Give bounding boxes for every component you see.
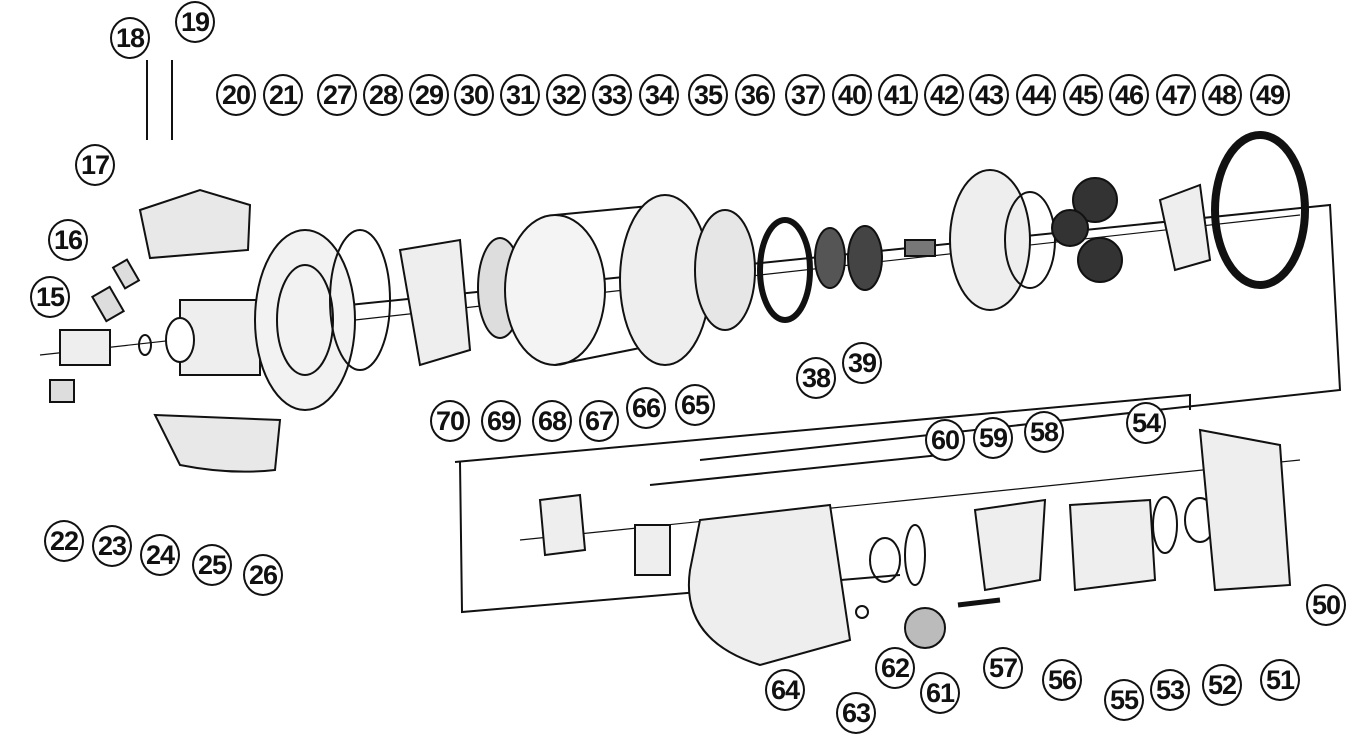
part-49-ring — [1211, 131, 1309, 289]
part-26 — [153, 413, 282, 473]
callout-34: 34 — [639, 74, 679, 116]
part-23 — [138, 334, 152, 356]
part-27 — [254, 229, 356, 411]
part-30 — [398, 238, 472, 367]
callout-25: 25 — [192, 544, 232, 586]
callout-31: 31 — [500, 74, 540, 116]
part-65-cable — [649, 454, 941, 486]
part-69 — [538, 493, 587, 557]
callout-43: 43 — [969, 74, 1009, 116]
callout-19: 19 — [175, 1, 215, 43]
callout-26: 26 — [243, 554, 283, 596]
callout-21: 21 — [263, 74, 303, 116]
callout-16: 16 — [48, 219, 88, 261]
callout-67: 67 — [579, 400, 619, 442]
part-56 — [973, 498, 1047, 592]
callout-33: 33 — [592, 74, 632, 116]
part-21 — [138, 188, 252, 260]
part-switch — [59, 329, 111, 366]
callout-20: 20 — [216, 74, 256, 116]
callout-68: 68 — [532, 400, 572, 442]
callout-60: 60 — [925, 419, 965, 461]
callout-50: 50 — [1306, 584, 1346, 626]
callout-45: 45 — [1063, 74, 1103, 116]
callout-36: 36 — [735, 74, 775, 116]
part-63 — [855, 605, 869, 619]
part-43 — [949, 169, 1031, 311]
part-64 — [687, 503, 852, 667]
part-44 — [1004, 191, 1056, 289]
callout-44: 44 — [1016, 74, 1056, 116]
part-33 — [504, 214, 606, 366]
callout-65: 65 — [675, 384, 715, 426]
part-28 — [329, 229, 391, 371]
callout-66: 66 — [626, 387, 666, 429]
part-45-gear-c — [1077, 237, 1123, 283]
callout-24: 24 — [140, 534, 180, 576]
callout-64: 64 — [765, 669, 805, 711]
part-51 — [1198, 428, 1292, 592]
callout-61: 61 — [920, 672, 960, 714]
callout-70: 70 — [430, 400, 470, 442]
callout-56: 56 — [1042, 659, 1082, 701]
callout-48: 48 — [1202, 74, 1242, 116]
callout-69: 69 — [481, 400, 521, 442]
callout-28: 28 — [363, 74, 403, 116]
callout-39: 39 — [842, 342, 882, 384]
callout-57: 57 — [983, 647, 1023, 689]
lower-frame-line — [454, 393, 1191, 463]
part-53 — [1152, 496, 1178, 554]
callout-62: 62 — [875, 647, 915, 689]
part-59 — [904, 524, 926, 586]
callout-47: 47 — [1156, 74, 1196, 116]
part-24 — [165, 317, 195, 363]
callout-58: 58 — [1024, 411, 1064, 453]
part-45-gear-a — [1072, 177, 1118, 223]
callout-18: 18 — [110, 17, 150, 59]
part-35 — [694, 209, 756, 331]
part-connector — [49, 379, 75, 403]
callout-30: 30 — [454, 74, 494, 116]
callout-38: 38 — [796, 357, 836, 399]
callout-52: 52 — [1202, 664, 1242, 706]
callout-41: 41 — [878, 74, 918, 116]
callout-49: 49 — [1250, 74, 1290, 116]
callout-63: 63 — [836, 692, 876, 734]
callout-40: 40 — [832, 74, 872, 116]
part-41-spring — [904, 239, 936, 257]
part-17 — [90, 285, 126, 323]
part-18 — [111, 258, 141, 290]
callout-42: 42 — [924, 74, 964, 116]
part-48 — [1158, 183, 1212, 272]
part-60 — [869, 537, 901, 583]
callout-22: 22 — [44, 520, 84, 562]
callout-29: 29 — [409, 74, 449, 116]
part-37-gear — [814, 227, 846, 289]
callout-51: 51 — [1260, 659, 1300, 701]
callout-59: 59 — [973, 417, 1013, 459]
callout-37: 37 — [785, 74, 825, 116]
callout-53: 53 — [1150, 669, 1190, 711]
part-27-inner — [276, 264, 334, 376]
callout-54: 54 — [1126, 402, 1166, 444]
part-57 — [957, 597, 1001, 608]
part-61 — [904, 607, 946, 649]
part-55 — [1068, 498, 1157, 592]
callout-17: 17 — [75, 144, 115, 186]
part-45-gear-b — [1051, 209, 1089, 247]
callout-27: 27 — [317, 74, 357, 116]
callout-23: 23 — [92, 525, 132, 567]
callout-55: 55 — [1104, 679, 1144, 721]
part-66 — [634, 524, 671, 576]
callout-35: 35 — [688, 74, 728, 116]
callout-15: 15 — [30, 276, 70, 318]
part-39-gear — [847, 225, 883, 291]
part-36 — [757, 217, 813, 323]
callout-32: 32 — [546, 74, 586, 116]
callout-46: 46 — [1109, 74, 1149, 116]
